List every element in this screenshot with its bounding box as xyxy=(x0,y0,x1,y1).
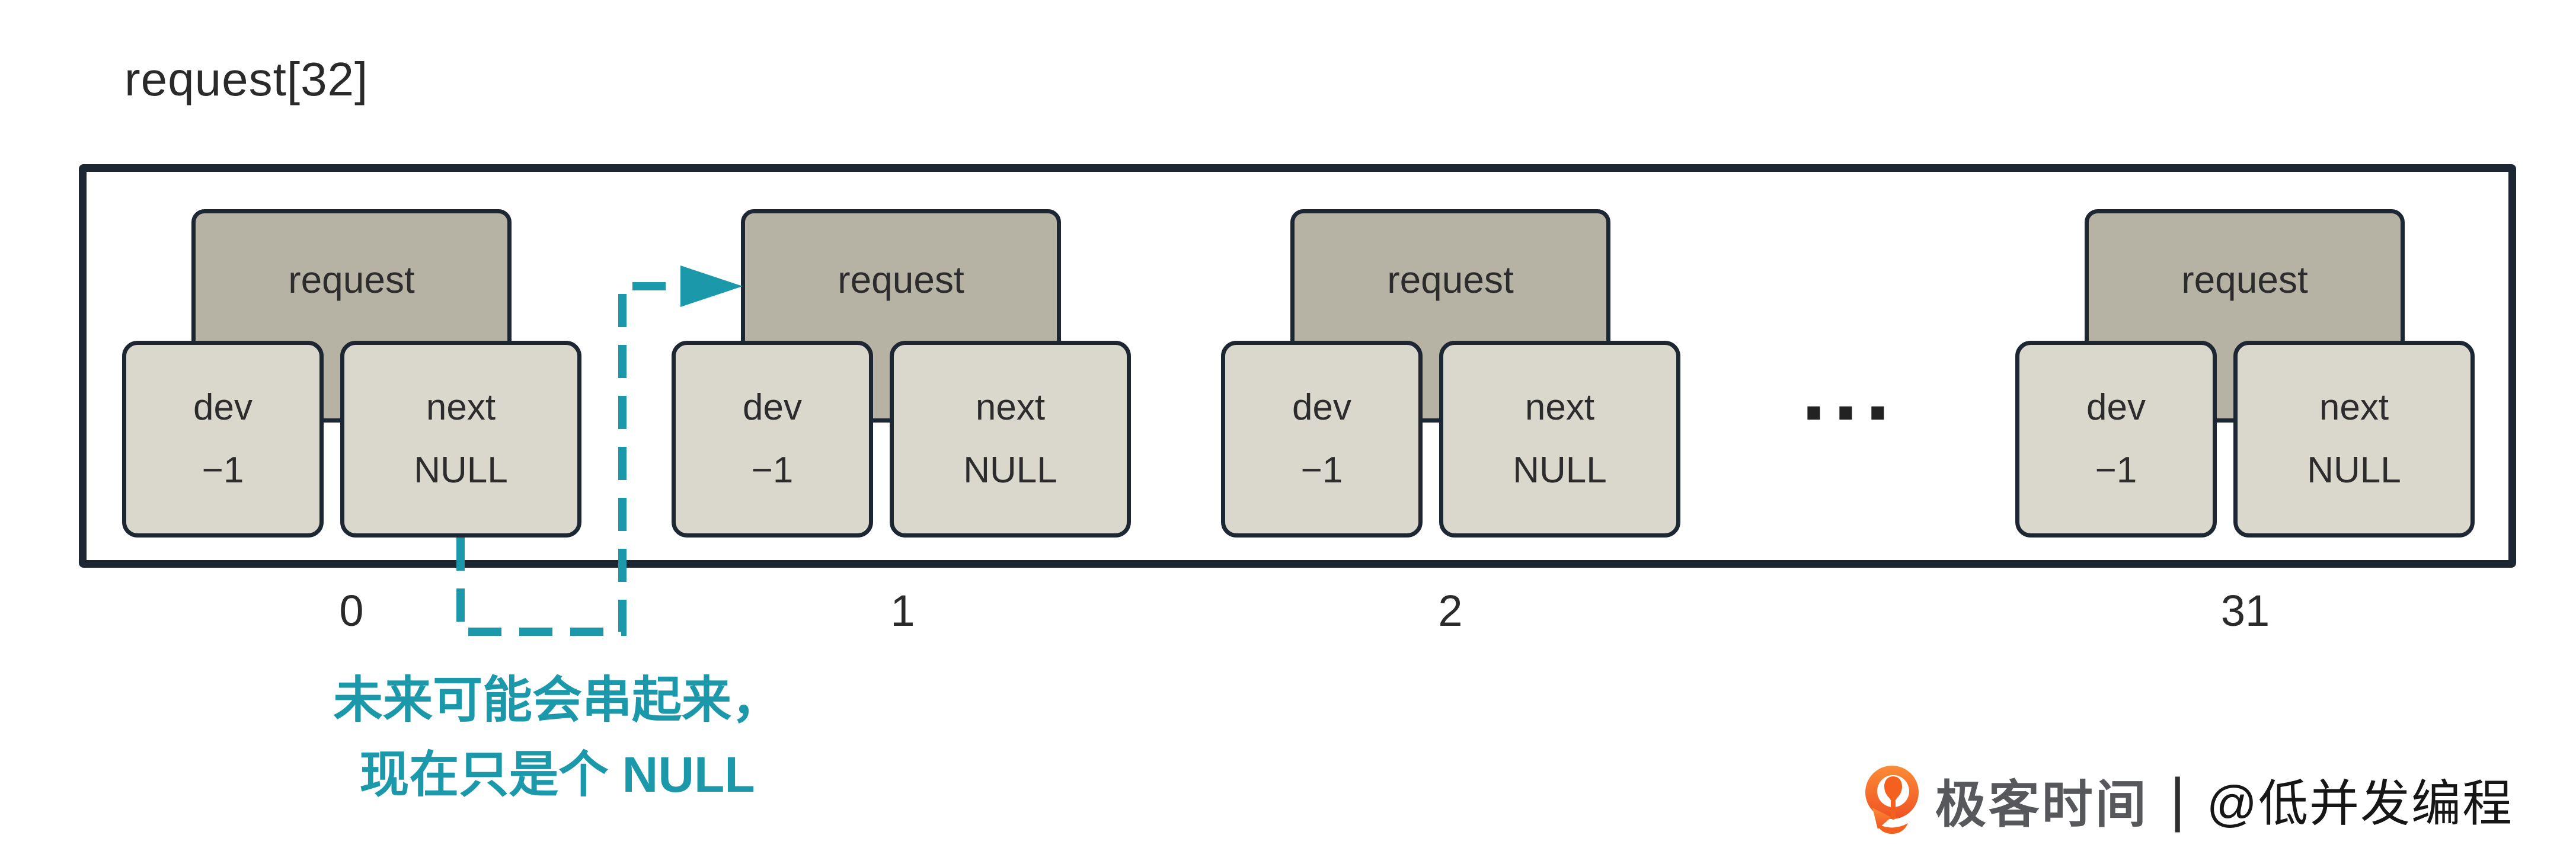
ellipsis: ··· xyxy=(1801,361,1897,462)
next-field-value: NULL xyxy=(963,450,1057,491)
request-struct-label: request xyxy=(838,258,964,301)
next-field-value: NULL xyxy=(1513,450,1607,491)
next-field-label: next xyxy=(426,387,496,428)
annotation-text: 未来可能会串起来， 现在只是个 NULL xyxy=(249,663,865,812)
index-label-31: 31 xyxy=(2220,586,2270,635)
request-struct-label: request xyxy=(1387,258,1514,301)
array-cell-0: request dev −1 next NULL xyxy=(122,209,581,538)
author-handle: @低并发编程 xyxy=(2206,775,2513,831)
dev-field-label: dev xyxy=(193,387,253,428)
dev-field-box: dev −1 xyxy=(2015,341,2217,538)
next-field-label: next xyxy=(1524,387,1595,428)
next-field-box: next NULL xyxy=(2233,341,2475,538)
dev-field-label: dev xyxy=(1292,387,1351,428)
index-label-2: 2 xyxy=(1438,586,1463,635)
dev-field-label: dev xyxy=(2086,387,2146,428)
array-cell-31: request dev −1 next NULL xyxy=(2015,209,2475,538)
next-field-value: NULL xyxy=(2307,450,2401,491)
annotation-line-2: 现在只是个 NULL xyxy=(359,747,755,802)
index-label-1: 1 xyxy=(890,586,915,635)
dev-field-label: dev xyxy=(743,387,802,428)
array-cell-2: request dev −1 next NULL xyxy=(1221,209,1680,538)
next-field-value: NULL xyxy=(414,450,508,491)
brand-name: 极客时间 xyxy=(1935,776,2149,833)
next-field-box: next NULL xyxy=(1439,341,1680,538)
dev-field-box: dev −1 xyxy=(122,341,324,538)
next-field-box: next NULL xyxy=(340,341,581,538)
request-struct-label: request xyxy=(288,258,415,301)
page-title: request[32] xyxy=(124,53,369,105)
watermark: 极客时间 | @低并发编程 xyxy=(1864,764,2513,834)
request-struct-label: request xyxy=(2181,258,2308,301)
geektime-logo-icon xyxy=(1865,766,1919,834)
annotation-line-1: 未来可能会串起来， xyxy=(333,672,781,728)
watermark-separator: | xyxy=(2169,766,2185,833)
dev-field-box: dev −1 xyxy=(1221,341,1423,538)
dev-field-value: −1 xyxy=(202,450,244,491)
next-field-box: next NULL xyxy=(890,341,1131,538)
dev-field-value: −1 xyxy=(2095,450,2137,491)
index-label-0: 0 xyxy=(339,586,364,635)
next-field-label: next xyxy=(975,387,1046,428)
dev-field-box: dev −1 xyxy=(672,341,873,538)
array-cell-1: request dev −1 next NULL xyxy=(672,209,1131,538)
dev-field-value: −1 xyxy=(751,450,794,491)
dev-field-value: −1 xyxy=(1300,450,1343,491)
next-field-label: next xyxy=(2319,387,2389,428)
